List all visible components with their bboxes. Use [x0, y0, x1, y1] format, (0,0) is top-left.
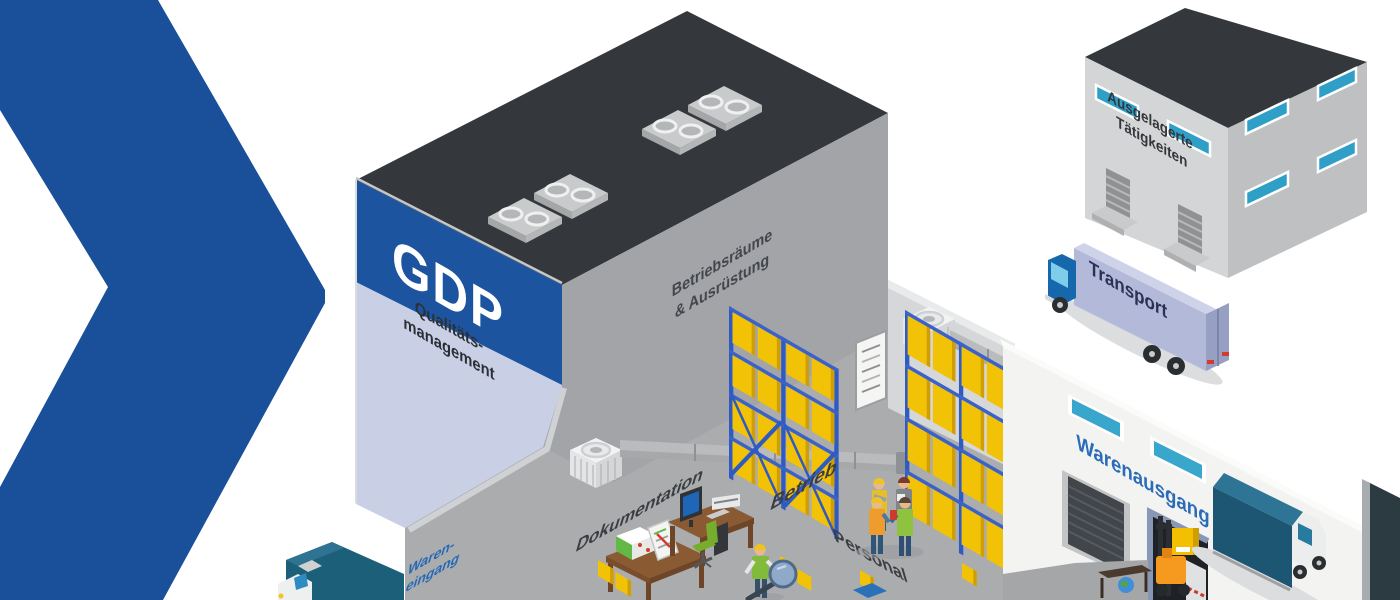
forklift	[1156, 516, 1199, 596]
windshield	[1051, 262, 1068, 288]
storage-rack	[729, 306, 839, 541]
outsourced-roof	[1085, 8, 1367, 128]
window	[1072, 399, 1120, 437]
window	[1244, 98, 1290, 136]
roof-edge-highlight	[355, 176, 563, 285]
cab-window	[294, 573, 308, 590]
main-warehouse: Betriebsräume & Ausrüstung	[355, 11, 1400, 600]
lavender-cut-bevel	[407, 387, 567, 533]
office-desk-area	[606, 486, 754, 600]
roller-door	[1067, 476, 1125, 572]
dock-truck	[1191, 473, 1345, 600]
teal-trailer-side	[1213, 487, 1292, 588]
loading-bench	[1098, 565, 1152, 598]
roof-vent	[534, 174, 608, 219]
edge-trailer	[1362, 479, 1400, 600]
cab-window	[1298, 523, 1312, 546]
window	[1316, 138, 1358, 174]
wall-poster	[855, 329, 887, 412]
outsourced-building: Ausgelagerte Tätigkeiten	[1085, 8, 1367, 278]
chevron-graphic	[0, 0, 325, 600]
workers-group	[856, 477, 924, 559]
window	[1166, 118, 1212, 159]
worker	[869, 497, 891, 554]
roof-vent	[688, 86, 762, 131]
red-clipboard	[890, 510, 897, 520]
trailer-side	[1074, 248, 1206, 371]
teal-trailer-top	[1213, 473, 1303, 526]
interior-low-wall-bevel	[888, 280, 1015, 352]
roof-vent	[488, 198, 562, 243]
window	[1316, 66, 1358, 102]
transport-truck: Transport	[1045, 243, 1229, 385]
inspector-with-magnifier	[744, 544, 798, 600]
roof-vent	[642, 110, 716, 155]
loading-door	[1092, 168, 1138, 236]
pallet-jack	[853, 583, 887, 598]
window	[1154, 441, 1202, 479]
hvac-unit	[570, 438, 622, 488]
loading-door	[1164, 204, 1210, 272]
window	[1094, 82, 1140, 123]
quality-wall	[356, 282, 562, 528]
window	[1244, 170, 1290, 208]
goods-in-truck	[278, 542, 404, 600]
gdp-band	[356, 180, 562, 385]
trailer-top	[1074, 243, 1216, 314]
